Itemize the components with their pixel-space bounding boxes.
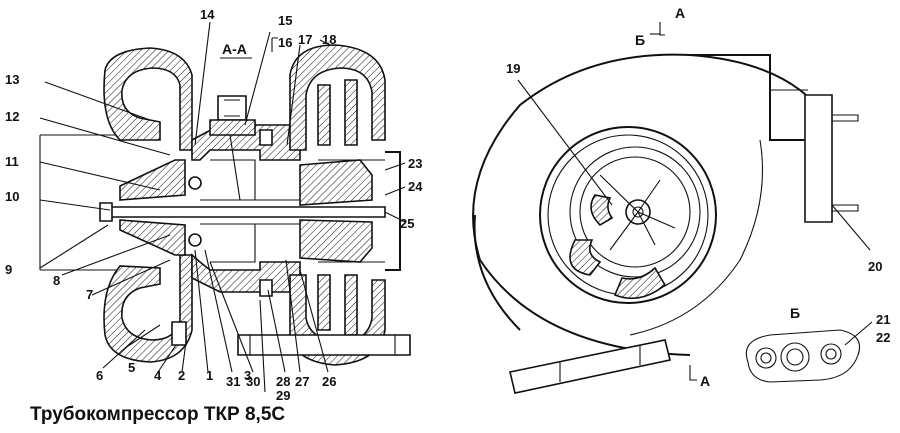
part-label-8: 8	[53, 273, 60, 288]
part-label-27: 27	[295, 374, 309, 389]
part-label-12: 12	[5, 109, 19, 124]
part-label-16: 16	[278, 35, 292, 50]
part-label-17: 17	[298, 32, 312, 47]
part-number-labels: 1 2 3 4 5 6 7 8 9 10 11 12 13 14 15 16 1…	[5, 7, 890, 403]
part-label-15: 15	[278, 13, 292, 28]
part-label-9: 9	[5, 262, 12, 277]
view-mark-b: Б	[790, 305, 800, 321]
part-label-26: 26	[322, 374, 336, 389]
section-mark-a-top: А	[675, 5, 685, 21]
part-label-4: 4	[154, 368, 162, 383]
figure-caption: Трубокомпрессор ТКР 8,5С	[30, 404, 286, 425]
part-label-11: 11	[5, 154, 19, 169]
part-label-1: 1	[206, 368, 213, 383]
part-label-13: 13	[5, 72, 19, 87]
part-label-5: 5	[128, 360, 135, 375]
section-title: А-А	[222, 41, 247, 57]
part-label-30: 30	[246, 374, 260, 389]
part-label-14: 14	[200, 7, 215, 22]
part-label-6: 6	[96, 368, 103, 383]
part-label-2: 2	[178, 368, 185, 383]
part-label-23: 23	[408, 156, 422, 171]
part-label-31: 31	[226, 374, 240, 389]
part-label-10: 10	[5, 189, 19, 204]
part-label-25: 25	[400, 216, 414, 231]
section-view	[39, 21, 411, 393]
section-mark-a-bottom: А	[700, 373, 710, 389]
part-label-18: 18	[322, 32, 336, 47]
part-label-22: 22	[876, 330, 890, 345]
part-label-20: 20	[868, 259, 882, 274]
part-label-24: 24	[408, 179, 423, 194]
part-label-7: 7	[86, 287, 93, 302]
part-label-21: 21	[876, 312, 890, 327]
view-mark-b-top: Б	[635, 32, 645, 48]
end-view	[472, 22, 873, 394]
part-label-19: 19	[506, 61, 520, 76]
part-label-29: 29	[276, 388, 290, 403]
part-label-28: 28	[276, 374, 290, 389]
part-label-3: 3	[244, 368, 251, 383]
